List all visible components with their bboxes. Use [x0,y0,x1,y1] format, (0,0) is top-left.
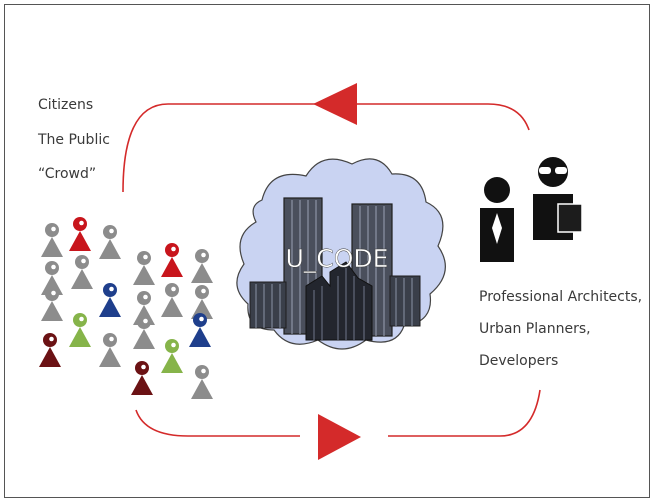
person-icon [71,255,93,289]
person-icon [133,251,155,285]
top-arrow-line [122,103,530,193]
left-group-line-3: “Crowd” [38,166,97,182]
top-arrow-head [313,83,357,125]
person-icon [191,365,213,399]
person-icon [39,333,61,367]
person-icon [69,313,91,347]
person-icon [131,361,153,395]
person-icon [99,225,121,259]
diagram-frame [4,4,650,498]
left-group-line-2: The Public [38,132,110,148]
professional-with-glasses-icon [533,157,583,240]
person-icon [189,313,211,347]
person-icon [99,283,121,317]
person-icon [41,287,63,321]
professional-icon [480,177,514,262]
right-group-line-1: Professional Architects, [479,289,643,305]
person-icon [161,339,183,373]
city-skyline-icon [249,197,421,341]
person-icon [41,223,63,257]
person-icon [161,283,183,317]
right-group-line-2: Urban Planners, [479,321,591,337]
person-icon [133,315,155,349]
bottom-arrow-head [318,414,361,460]
person-icon [161,243,183,277]
person-icon [99,333,121,367]
person-icon [191,249,213,283]
person-icon [69,217,91,251]
crowd-figures [39,217,213,399]
center-label: U_CODE [286,244,389,273]
right-group-line-3: Developers [479,353,559,369]
left-group-line-1: Citizens [38,97,94,113]
